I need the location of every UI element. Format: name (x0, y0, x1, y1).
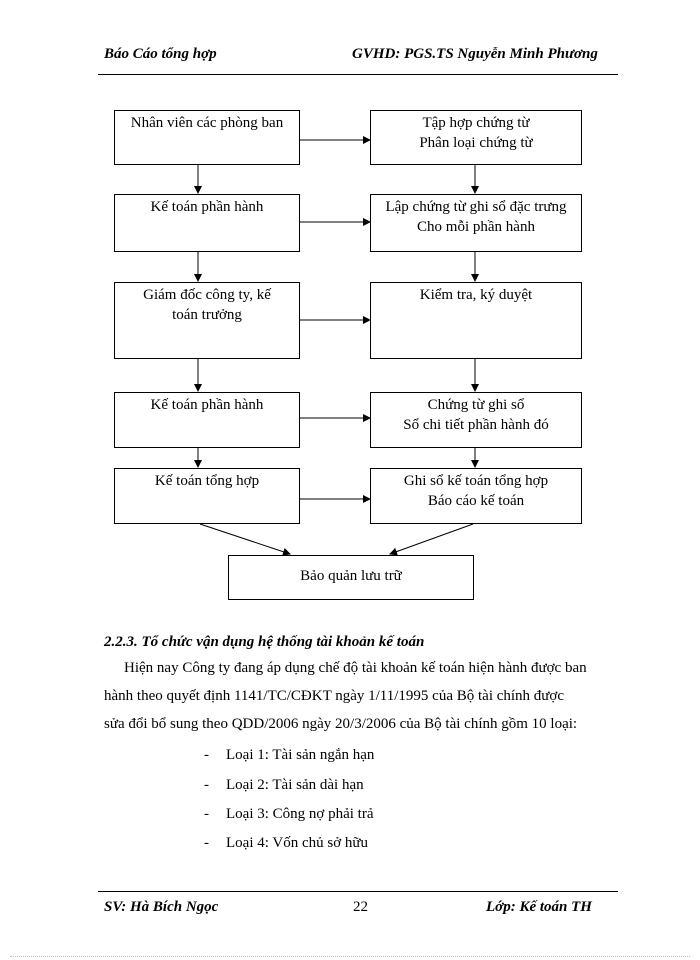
list-item-text: Loại 1: Tài sản ngắn hạn (226, 747, 375, 763)
list-item: - Loại 4: Vốn chủ sở hữu (204, 835, 368, 852)
flow-box-text: Kế toán phần hành (150, 199, 264, 215)
flow-box-left-3: Giám đốc công ty, kế toán trưởng (114, 282, 300, 359)
arrow-diag-right (389, 523, 474, 556)
list-item: - Loại 2: Tài sản dài hạn (204, 777, 364, 794)
flow-box-text: Báo cáo kế toán (427, 493, 525, 509)
flow-box-text: Kế toán phần hành (150, 397, 264, 413)
flow-box-text: Sổ chi tiết phần hành đó (403, 417, 549, 433)
flow-box-text: Kiểm tra, ký duyệt (419, 287, 533, 303)
flow-box-text: toán trưởng (172, 307, 242, 323)
list-item: - Loại 3: Công nợ phải trả (204, 806, 374, 823)
flow-box-left-4: Kế toán phần hành (114, 392, 300, 448)
footer-left: SV: Hà Bích Ngọc (104, 899, 219, 915)
flow-box-text: Kế toán tổng hợp (154, 473, 260, 489)
section-heading: 2.2.3. Tổ chức vận dụng hệ thống tài kho… (104, 634, 425, 650)
footer-rule (98, 891, 618, 892)
flow-box-right-4: Chứng từ ghi sổ Sổ chi tiết phần hành đó (370, 392, 582, 448)
flow-box-left-5: Kế toán tổng hợp (114, 468, 300, 524)
bullet-dash: - (204, 747, 209, 763)
flow-box-text: Bảo quản lưu trữ (300, 568, 402, 584)
header-rule (98, 74, 618, 75)
arrow-diag-left (199, 523, 291, 556)
paragraph-line-1: Hiện nay Công ty đang áp dụng chế độ tài… (124, 660, 587, 676)
flow-box-right-1: Tập hợp chứng từ Phân loại chứng từ (370, 110, 582, 165)
list-item-text: Loại 3: Công nợ phải trả (226, 806, 374, 822)
flow-box-right-5: Ghi sổ kế toán tổng hợp Báo cáo kế toán (370, 468, 582, 524)
list-item-text: Loại 2: Tài sản dài hạn (226, 777, 364, 793)
footer-right: Lớp: Kế toán TH (486, 899, 592, 915)
paragraph-line-2: hành theo quyết định 1141/TC/CĐKT ngày 1… (104, 688, 565, 704)
bullet-dash: - (204, 806, 209, 822)
list-item: - Loại 1: Tài sản ngắn hạn (204, 747, 374, 764)
page-number: 22 (353, 899, 368, 915)
flow-box-text: Phân loại chứng từ (419, 135, 533, 151)
paragraph-line-3: sửa đổi bổ sung theo QDD/2006 ngày 20/3/… (104, 716, 578, 732)
flow-box-text: Tập hợp chứng từ (422, 115, 530, 131)
flow-box-text: Cho mỗi phần hành (417, 219, 535, 235)
list-item-text: Loại 4: Vốn chủ sở hữu (226, 835, 369, 851)
flow-box-bottom: Bảo quản lưu trữ (228, 555, 474, 600)
flow-box-right-2: Lập chứng từ ghi sổ đặc trưng Cho mỗi ph… (370, 194, 582, 252)
header-right: GVHD: PGS.TS Nguyễn Minh Phương (352, 46, 598, 62)
flow-box-left-2: Kế toán phần hành (114, 194, 300, 252)
flow-box-text: Giám đốc công ty, kế (143, 287, 271, 303)
header-left: Báo Cáo tổng hợp (104, 46, 217, 62)
page-edge-dots (10, 956, 690, 957)
flow-box-left-1: Nhân viên các phòng ban (114, 110, 300, 165)
flow-box-text: Ghi sổ kế toán tổng hợp (403, 473, 549, 489)
bullet-dash: - (204, 777, 209, 793)
flow-box-text: Nhân viên các phòng ban (130, 115, 284, 131)
flow-box-text: Chứng từ ghi sổ (427, 397, 525, 413)
flow-box-text: Lập chứng từ ghi sổ đặc trưng (385, 199, 567, 215)
flow-box-right-3: Kiểm tra, ký duyệt (370, 282, 582, 359)
bullet-dash: - (204, 835, 209, 851)
